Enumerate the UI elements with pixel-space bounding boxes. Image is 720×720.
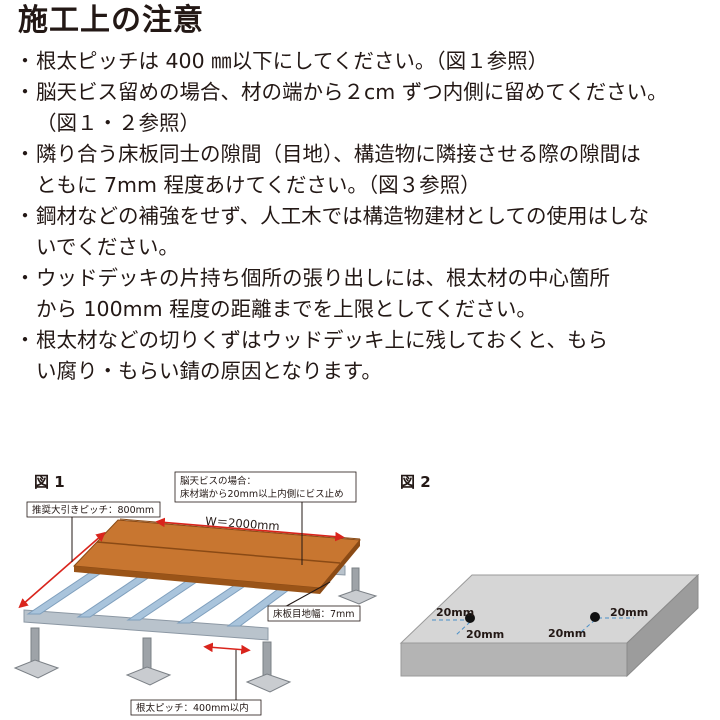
joist-pitch-arrow [203, 642, 251, 655]
note-line: い腐り・もらい錆の原因となります。 [36, 359, 382, 383]
note-line: 脳天ビス留めの場合、材の端から２cm ずつ内側に留めてください。 [36, 80, 668, 104]
bullet: ・ [14, 49, 36, 73]
bullet: ・ [14, 80, 36, 104]
bullet: ・ [14, 204, 36, 228]
screw-hole [465, 613, 475, 623]
bullet: ・ [14, 266, 36, 290]
figure-2-label: 図 2 [400, 473, 431, 491]
callout-joist-pitch: 根太ピッチ：400mm以内 [136, 702, 249, 714]
callout-box [26, 501, 161, 518]
note-line: から 100mm 程度の距離までを上限としてください。 [36, 297, 537, 321]
callout-box [174, 471, 357, 503]
callout-box [267, 605, 361, 622]
note-line: 隣り合う床板同士の隙間（目地）、構造物に隣接させる際の隙間は [36, 142, 641, 166]
dimension-label: 20mm [466, 628, 504, 641]
note-item: ・ 根太材などの切りくずはウッドデッキ上に残しておくと、もら い腐り・もらい錆の… [14, 325, 714, 387]
callout-box [130, 699, 262, 716]
callout-beam-pitch: 推奨大引きピッチ：800mm [32, 504, 154, 516]
page-title: 施工上の注意 [18, 3, 204, 38]
note-item: ・ 隣り合う床板同士の隙間（目地）、構造物に隣接させる際の隙間は ともに 7mm… [14, 139, 714, 201]
note-line: 鋼材などの補強をせず、人工木では構造物建材としての使用はしな [36, 204, 649, 228]
note-line: （図１・２参照） [36, 111, 200, 135]
dimension-line [580, 619, 596, 633]
callout-screw-line-2: 床材端から20mm以上内側にビス止め [180, 488, 344, 500]
dimension-label: 20mm [610, 606, 648, 619]
note-item: ・ 鋼材などの補強をせず、人工木では構造物建材としての使用はしな いでください。 [14, 201, 714, 263]
note-line: ともに 7mm 程度あけてください。（図３参照） [36, 173, 481, 197]
bullet: ・ [14, 142, 36, 166]
note-item: ・ 脳天ビス留めの場合、材の端から２cm ずつ内側に留めてください。 （図１・２… [14, 77, 714, 139]
notes-list: ・ 根太ピッチは 400 ㎜以下にしてください。（図１参照） ・ 脳天ビス留めの… [14, 46, 714, 387]
screw-hole [590, 612, 600, 622]
note-line: 根太ピッチは 400 ㎜以下にしてください。（図１参照） [36, 49, 549, 73]
callout-screw-line-1: 脳天ビスの場合： [180, 475, 256, 487]
deck-posts [13, 567, 378, 693]
leader-line [271, 581, 331, 615]
deck-width-label: W＝2000mm [205, 514, 280, 533]
note-line: いでください。 [36, 235, 179, 259]
callout-joint-width: 床板目地幅：7mm [273, 608, 355, 620]
deck-boards [72, 518, 362, 594]
concrete-block-side [626, 573, 699, 678]
width-arrow [155, 517, 345, 542]
note-line: 根太材などの切りくずはウッドデッキ上に残しておくと、もら [36, 328, 608, 352]
dimension-line [454, 621, 471, 637]
deck-joists [26, 554, 322, 627]
figure-1-label: 図 1 [34, 473, 65, 491]
deck-beams [23, 551, 346, 641]
dimension-label: 20mm [436, 606, 474, 619]
bullet: ・ [14, 328, 36, 352]
note-item: ・ 根太ピッチは 400 ㎜以下にしてください。（図１参照） [14, 46, 714, 77]
note-item: ・ ウッドデッキの片持ち個所の張り出しには、根太材の中心箇所 から 100mm … [14, 263, 714, 325]
beam-pitch-arrow [18, 531, 106, 609]
concrete-block-front [400, 642, 628, 677]
concrete-block-top [399, 574, 700, 644]
dimension-label: 20mm [548, 627, 586, 640]
note-line: ウッドデッキの片持ち個所の張り出しには、根太材の中心箇所 [36, 266, 610, 290]
